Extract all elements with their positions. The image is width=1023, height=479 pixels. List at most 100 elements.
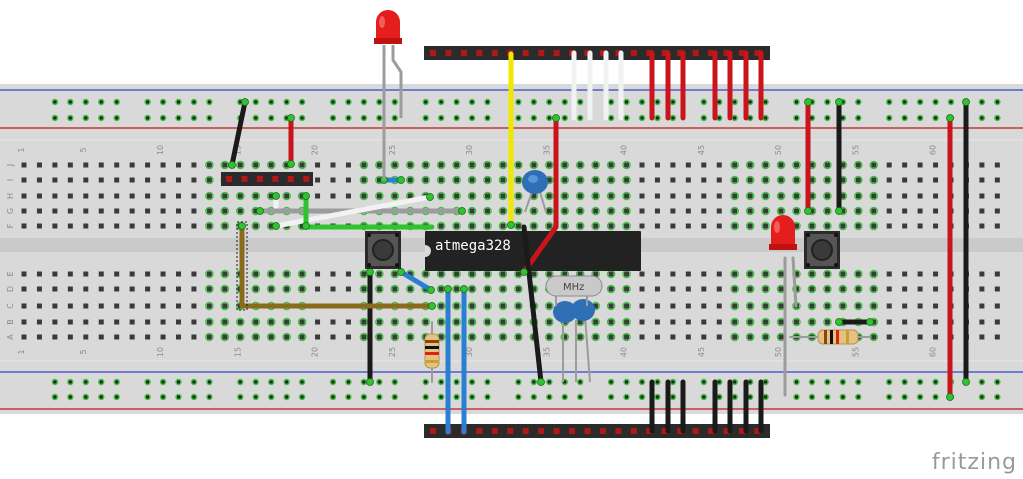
hole (701, 223, 707, 229)
hole (98, 193, 104, 199)
hole (809, 193, 815, 199)
header-pin (553, 50, 560, 56)
hole (454, 162, 460, 168)
hole (160, 319, 166, 325)
hole (253, 162, 259, 168)
hole (83, 208, 89, 214)
hole (438, 223, 444, 229)
header-pin (754, 428, 761, 434)
hole (438, 193, 444, 199)
hole (840, 162, 846, 168)
hole (36, 162, 42, 168)
hole (855, 177, 861, 183)
hole (886, 177, 892, 183)
hole (454, 286, 460, 292)
hole (206, 286, 212, 292)
hole (608, 334, 614, 340)
hole (670, 303, 676, 309)
hole (114, 334, 120, 340)
wire-end (302, 192, 310, 200)
hole (809, 271, 815, 277)
hole (685, 193, 691, 199)
hole (624, 193, 630, 199)
hole (654, 162, 660, 168)
hole (763, 271, 769, 277)
hole (67, 177, 73, 183)
hole (562, 208, 568, 214)
wire-end (256, 207, 264, 215)
hole (160, 162, 166, 168)
hole (145, 208, 151, 214)
hole (809, 208, 815, 214)
hole (546, 303, 552, 309)
hole (624, 162, 630, 168)
hole (454, 303, 460, 309)
column-number: 55 (851, 347, 860, 357)
hole (747, 208, 753, 214)
wire-end (302, 222, 310, 230)
hole (129, 271, 135, 277)
hole (546, 208, 552, 214)
hole (778, 162, 784, 168)
hole (639, 271, 645, 277)
hole (685, 303, 691, 309)
hole (593, 334, 599, 340)
hole (206, 271, 212, 277)
hole (67, 208, 73, 214)
hole (423, 177, 429, 183)
column-number: 40 (620, 145, 629, 155)
hole (485, 334, 490, 340)
header-pin (646, 50, 653, 56)
hole (654, 223, 660, 229)
hole (654, 271, 660, 277)
hole (562, 334, 568, 340)
hole (763, 286, 769, 292)
hole (160, 223, 166, 229)
hole (206, 223, 212, 229)
hole (36, 303, 42, 309)
hole (83, 334, 89, 340)
hole (933, 319, 939, 325)
hole (979, 193, 985, 199)
hole (330, 286, 336, 292)
hole (639, 223, 645, 229)
hole (114, 271, 120, 277)
hole (67, 286, 73, 292)
hole (191, 271, 197, 277)
hole (515, 334, 521, 340)
hole (763, 319, 769, 325)
hole (886, 208, 892, 214)
hole (237, 193, 243, 199)
hole (701, 193, 707, 199)
hole (871, 223, 877, 229)
hole (423, 162, 429, 168)
hole (608, 208, 614, 214)
hole (191, 193, 197, 199)
hole (284, 334, 290, 340)
hole (83, 286, 89, 292)
wire-end (520, 268, 528, 276)
hole (253, 286, 259, 292)
hole (98, 286, 104, 292)
hole (994, 271, 1000, 277)
header-pin (692, 428, 699, 434)
hole (871, 286, 877, 292)
hole (593, 303, 599, 309)
header-pin (599, 428, 606, 434)
hole (794, 162, 799, 168)
wire-end (427, 286, 435, 294)
hole (701, 271, 707, 277)
hole (52, 286, 58, 292)
wire-end (835, 318, 843, 326)
header-pin (677, 428, 684, 434)
hole (902, 271, 908, 277)
hole (794, 208, 799, 214)
column-number: 10 (156, 145, 165, 155)
led-top (374, 10, 403, 180)
hole (902, 303, 908, 309)
hole (469, 286, 475, 292)
hole (21, 223, 27, 229)
hole (577, 177, 583, 183)
hole (639, 319, 645, 325)
header-pin (522, 50, 529, 56)
